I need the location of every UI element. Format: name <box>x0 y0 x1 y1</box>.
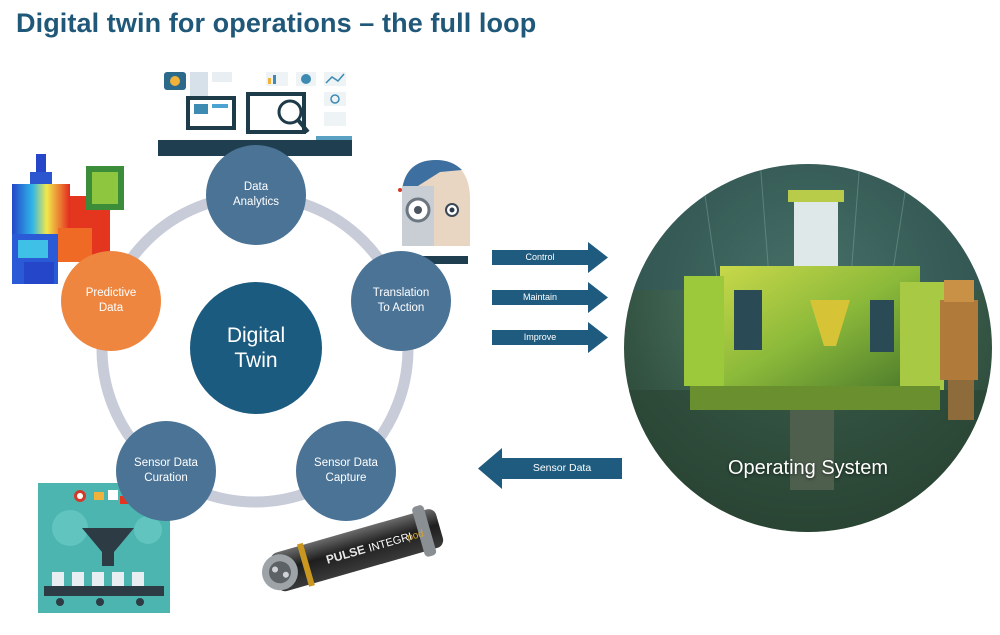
node-sensor-data-curation <box>116 421 216 521</box>
node-sensor-data-capture <box>296 421 396 521</box>
sensor-pod-illustration: PULSE INTEGRI pod <box>261 505 444 592</box>
node-label-sensor-data-curation: Sensor Data Curation <box>134 457 198 484</box>
page-title: Digital twin for operations – the full l… <box>16 8 537 38</box>
node-label-predictive-data: Predictive Data <box>85 287 137 314</box>
improve-label: Improve <box>523 332 557 342</box>
node-label-data-analytics: Data Analytics <box>232 181 280 208</box>
heatmap-valve-illustration <box>12 154 124 284</box>
node-label-digital-twin: Digital Twin <box>226 324 286 372</box>
maintain-label: Maintain <box>522 292 558 302</box>
analytics-dashboard-illustration <box>158 68 352 156</box>
data-funnel-illustration <box>38 483 170 613</box>
node-label-sensor-data-capture: Sensor Data Capture <box>314 457 378 484</box>
control-label: Control <box>525 252 555 262</box>
svg-text:pod: pod <box>406 528 425 543</box>
robot-face-illustration <box>396 158 470 264</box>
sensor-data-arrow <box>478 448 622 489</box>
maintain-arrow <box>492 282 608 313</box>
sensor-data-label: Sensor Data <box>532 462 592 474</box>
operating-system-image <box>624 164 992 532</box>
improve-arrow <box>492 322 608 353</box>
node-digital-twin <box>190 282 322 414</box>
node-data-analytics <box>206 145 306 245</box>
operating-system-label: Operating System <box>727 457 889 479</box>
node-translation-to-action <box>351 251 451 351</box>
node-label-translation-to-action: Translation To Action <box>372 287 430 314</box>
control-arrow <box>492 242 608 273</box>
node-predictive-data <box>61 251 161 351</box>
